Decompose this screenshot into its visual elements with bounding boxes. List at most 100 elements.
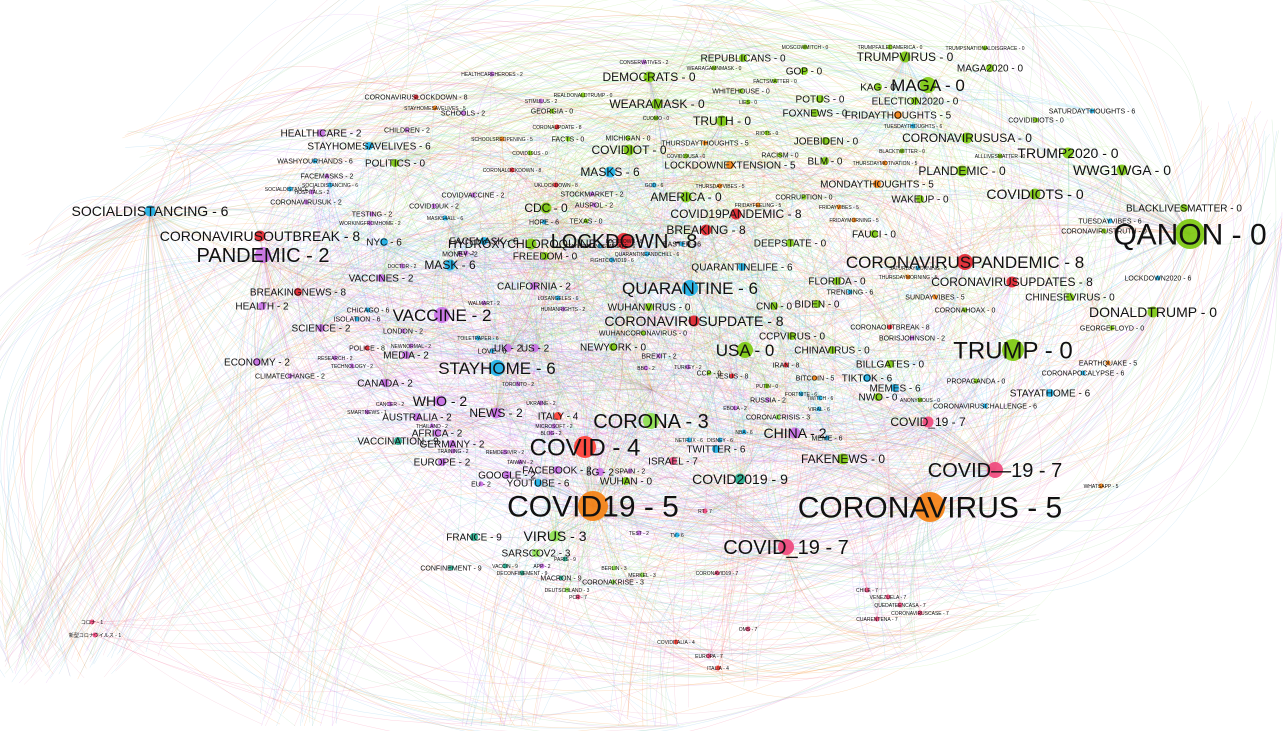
edge bbox=[656, 0, 986, 105]
edge bbox=[441, 188, 838, 316]
edge bbox=[256, 290, 369, 363]
edge bbox=[642, 484, 931, 727]
edge bbox=[483, 170, 977, 382]
edge bbox=[544, 255, 616, 348]
edge bbox=[149, 174, 369, 311]
edge bbox=[260, 387, 653, 714]
edge bbox=[739, 384, 896, 480]
edge bbox=[554, 391, 769, 537]
edge bbox=[785, 405, 986, 548]
edge bbox=[535, 193, 1036, 594]
edge bbox=[693, 188, 966, 322]
edge bbox=[592, 505, 926, 674]
graph-node bbox=[475, 335, 481, 341]
edge bbox=[368, 80, 1051, 394]
edge bbox=[311, 191, 796, 487]
edge bbox=[689, 233, 936, 298]
edge bbox=[496, 238, 851, 369]
node-label: EUROPE - 2 bbox=[414, 458, 471, 469]
edge bbox=[149, 210, 931, 588]
edge bbox=[380, 103, 781, 279]
edge bbox=[751, 112, 929, 423]
edge bbox=[584, 90, 1093, 448]
graph-node bbox=[609, 257, 615, 263]
edge bbox=[449, 264, 556, 574]
edge bbox=[482, 505, 594, 727]
edge bbox=[651, 219, 1283, 501]
graph-node bbox=[433, 429, 441, 437]
edge bbox=[70, 206, 594, 507]
edge bbox=[50, 101, 653, 391]
graph-node bbox=[549, 530, 561, 542]
edge bbox=[623, 233, 1191, 352]
edge bbox=[919, 233, 1191, 418]
edge bbox=[84, 208, 151, 245]
edge bbox=[368, 82, 558, 147]
graph-node bbox=[387, 401, 393, 407]
edge bbox=[486, 502, 787, 713]
edge bbox=[261, 145, 805, 307]
edge bbox=[91, 38, 1191, 658]
edge bbox=[627, 76, 656, 139]
edge bbox=[605, 90, 742, 422]
edge bbox=[496, 111, 1159, 369]
node-label: DISNEY - 6 bbox=[707, 438, 733, 444]
edge bbox=[436, 56, 906, 436]
edge bbox=[314, 160, 1014, 420]
edge bbox=[401, 265, 996, 528]
edge bbox=[633, 253, 796, 436]
graph-node bbox=[609, 343, 617, 351]
edge bbox=[656, 103, 760, 268]
edge bbox=[519, 389, 653, 727]
edge bbox=[650, 99, 1093, 422]
graph-node bbox=[961, 132, 973, 144]
node-label: HEALTH - 2 bbox=[235, 302, 289, 313]
edge bbox=[472, 194, 707, 291]
edge bbox=[305, 201, 1014, 463]
edge bbox=[334, 357, 931, 634]
edge bbox=[256, 223, 745, 433]
edge bbox=[735, 132, 1001, 215]
edge bbox=[405, 193, 593, 356]
edge bbox=[480, 152, 594, 507]
edge bbox=[483, 233, 1191, 371]
edge bbox=[141, 254, 305, 705]
edge bbox=[688, 287, 719, 441]
edge bbox=[74, 157, 653, 391]
node-label: BLOG - 2 bbox=[540, 431, 561, 437]
edge bbox=[261, 177, 768, 387]
node-label: MONEY - 2 bbox=[442, 251, 478, 258]
edge bbox=[371, 213, 1154, 462]
graph-node bbox=[973, 378, 979, 384]
edge bbox=[385, 162, 451, 266]
graph-node bbox=[745, 626, 751, 632]
node-label: CORONACRISIS - 3 bbox=[746, 414, 810, 421]
edge bbox=[592, 4, 1004, 507]
edge bbox=[368, 0, 742, 147]
edge bbox=[645, 311, 1154, 526]
edge bbox=[147, 210, 531, 721]
edge bbox=[94, 254, 290, 636]
edge bbox=[543, 221, 996, 476]
edge bbox=[627, 441, 996, 720]
edge bbox=[384, 271, 689, 384]
edge bbox=[671, 24, 1035, 471]
edge bbox=[329, 184, 844, 501]
edge bbox=[368, 145, 663, 534]
edge bbox=[262, 254, 677, 727]
edge bbox=[4, 421, 787, 663]
edge bbox=[785, 546, 979, 632]
edge bbox=[519, 76, 668, 463]
edge bbox=[433, 205, 1014, 417]
edge bbox=[534, 99, 1037, 349]
edge bbox=[41, 254, 264, 677]
graph-node bbox=[643, 365, 649, 371]
edge bbox=[149, 210, 443, 359]
edge bbox=[533, 184, 655, 287]
edge bbox=[721, 120, 766, 206]
edge bbox=[533, 57, 744, 287]
edge bbox=[261, 301, 391, 405]
node-label: DEMOCRATS - 0 bbox=[602, 70, 695, 84]
edge bbox=[725, 101, 996, 471]
node-label: CORRUPTION - 0 bbox=[775, 194, 832, 201]
